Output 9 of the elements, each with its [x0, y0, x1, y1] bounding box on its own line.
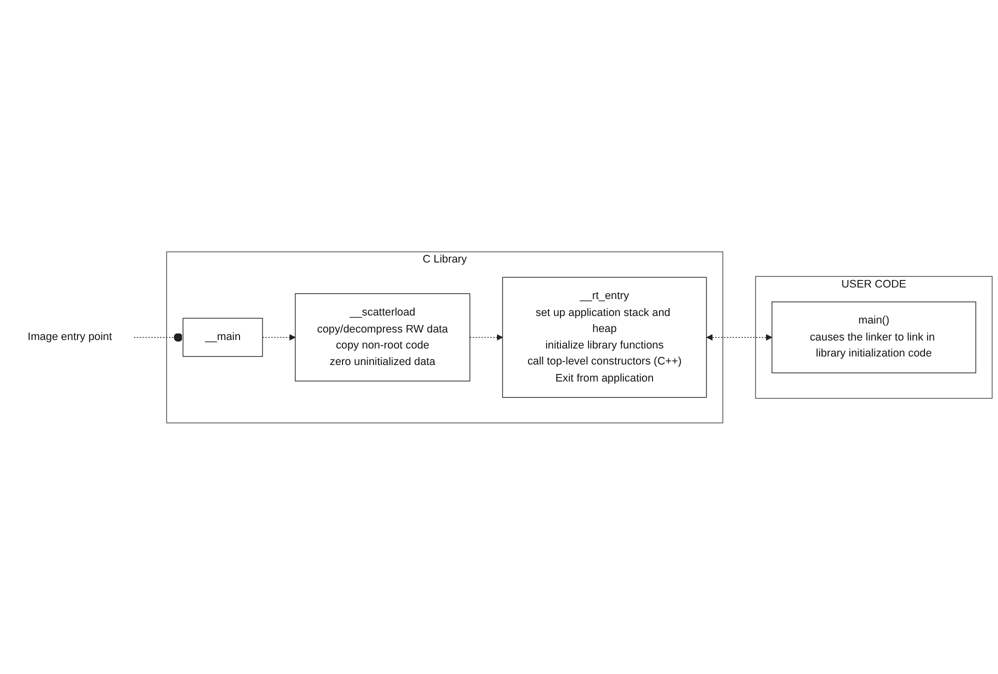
node-text: Image entry point [28, 330, 112, 343]
node-box: main() causes the linker to link in library initialization code [772, 301, 976, 373]
node-box: __main [182, 318, 263, 356]
connector [134, 332, 184, 342]
node-box: __rt_entry set up application stack and heap initialize library functions call top-level constructors (C++) Exit from application [502, 276, 707, 398]
arrow [470, 334, 503, 340]
arrow [262, 334, 296, 340]
arrow [706, 334, 772, 340]
node-box: __scatterload copy/decompress RW data copy non-root code zero uninitialized data [294, 292, 470, 382]
